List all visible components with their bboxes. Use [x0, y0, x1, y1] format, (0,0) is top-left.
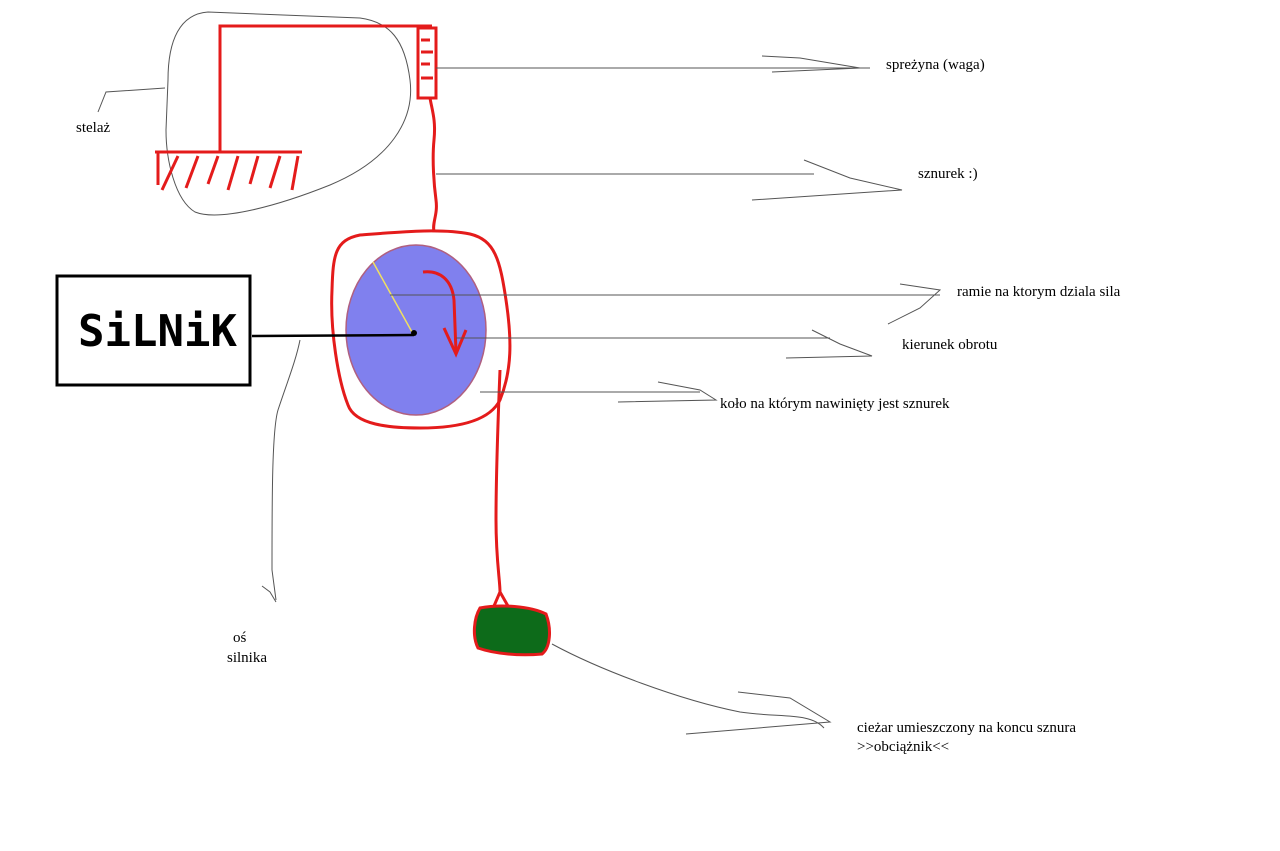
label-spring: spreżyna (waga) [886, 57, 985, 73]
string-lower [492, 369, 510, 607]
label-frame: stelaż [76, 120, 110, 136]
label-axis-1: oś [233, 630, 247, 646]
leader-lines [97, 55, 942, 735]
label-axis-2: silnika [227, 650, 267, 666]
motor-axle [251, 333, 415, 338]
label-string: sznurek :) [918, 166, 978, 182]
spring-scale [416, 26, 438, 100]
label-weight-2: >>obciążnik<< [857, 739, 949, 755]
wheel-radius-arm [372, 261, 413, 333]
label-wheel: koło na którym nawinięty jest sznurek [720, 396, 950, 412]
string-upper [428, 97, 438, 233]
frame-structure [155, 24, 432, 191]
motor-label: SiLNiK [78, 306, 237, 357]
label-weight-1: cieżar umieszczony na koncu sznura [857, 720, 1076, 736]
weight [472, 604, 551, 657]
label-rotation: kierunek obrotu [902, 337, 998, 353]
wheel-housing [330, 229, 512, 430]
motor-box [55, 274, 252, 387]
label-arm: ramie na ktorym dziala sila [957, 284, 1121, 300]
frame-outline [165, 11, 412, 216]
